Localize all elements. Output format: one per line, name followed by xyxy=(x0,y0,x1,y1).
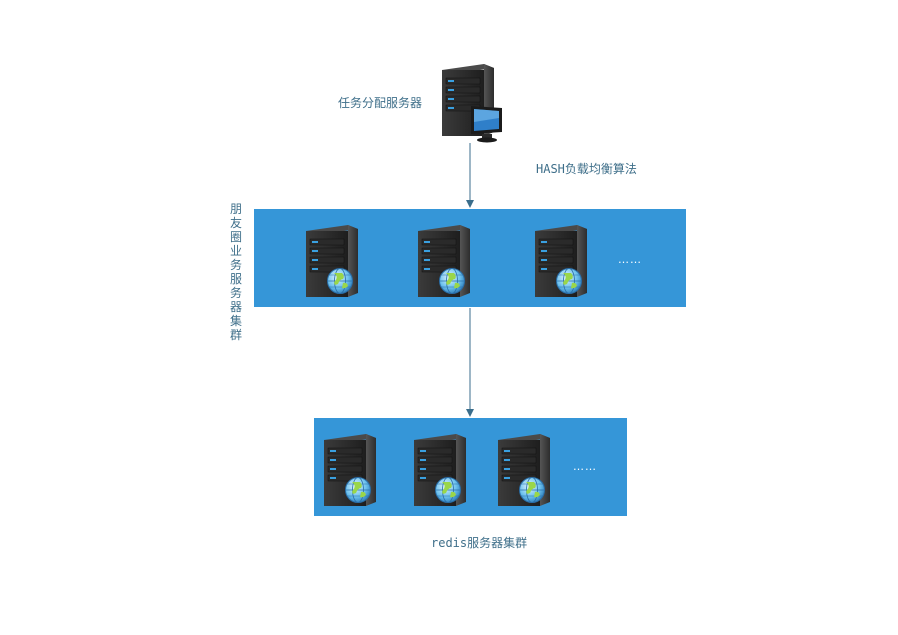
redis-server-3-icon xyxy=(497,433,551,507)
moments-cluster-ellipsis: …… xyxy=(618,253,642,266)
redis-server-1-icon xyxy=(323,433,377,507)
moments-server-3-icon xyxy=(534,224,588,298)
dispatch-server-label: 任务分配服务器 xyxy=(338,96,423,110)
algorithm-label: HASH负载均衡算法 xyxy=(536,162,637,176)
moments-server-1-icon xyxy=(305,224,359,298)
monitor-icon xyxy=(471,106,502,143)
moments-cluster-label: 朋友圈业务服务器集群 xyxy=(229,202,242,342)
moments-cluster-box: …… xyxy=(254,209,686,307)
dispatch-server-icon xyxy=(441,63,502,143)
redis-cluster-box: …… xyxy=(314,418,627,516)
redis-cluster-ellipsis: …… xyxy=(573,460,597,473)
redis-server-2-icon xyxy=(413,433,467,507)
moments-server-2-icon xyxy=(417,224,471,298)
redis-cluster-label: redis服务器集群 xyxy=(431,536,528,550)
